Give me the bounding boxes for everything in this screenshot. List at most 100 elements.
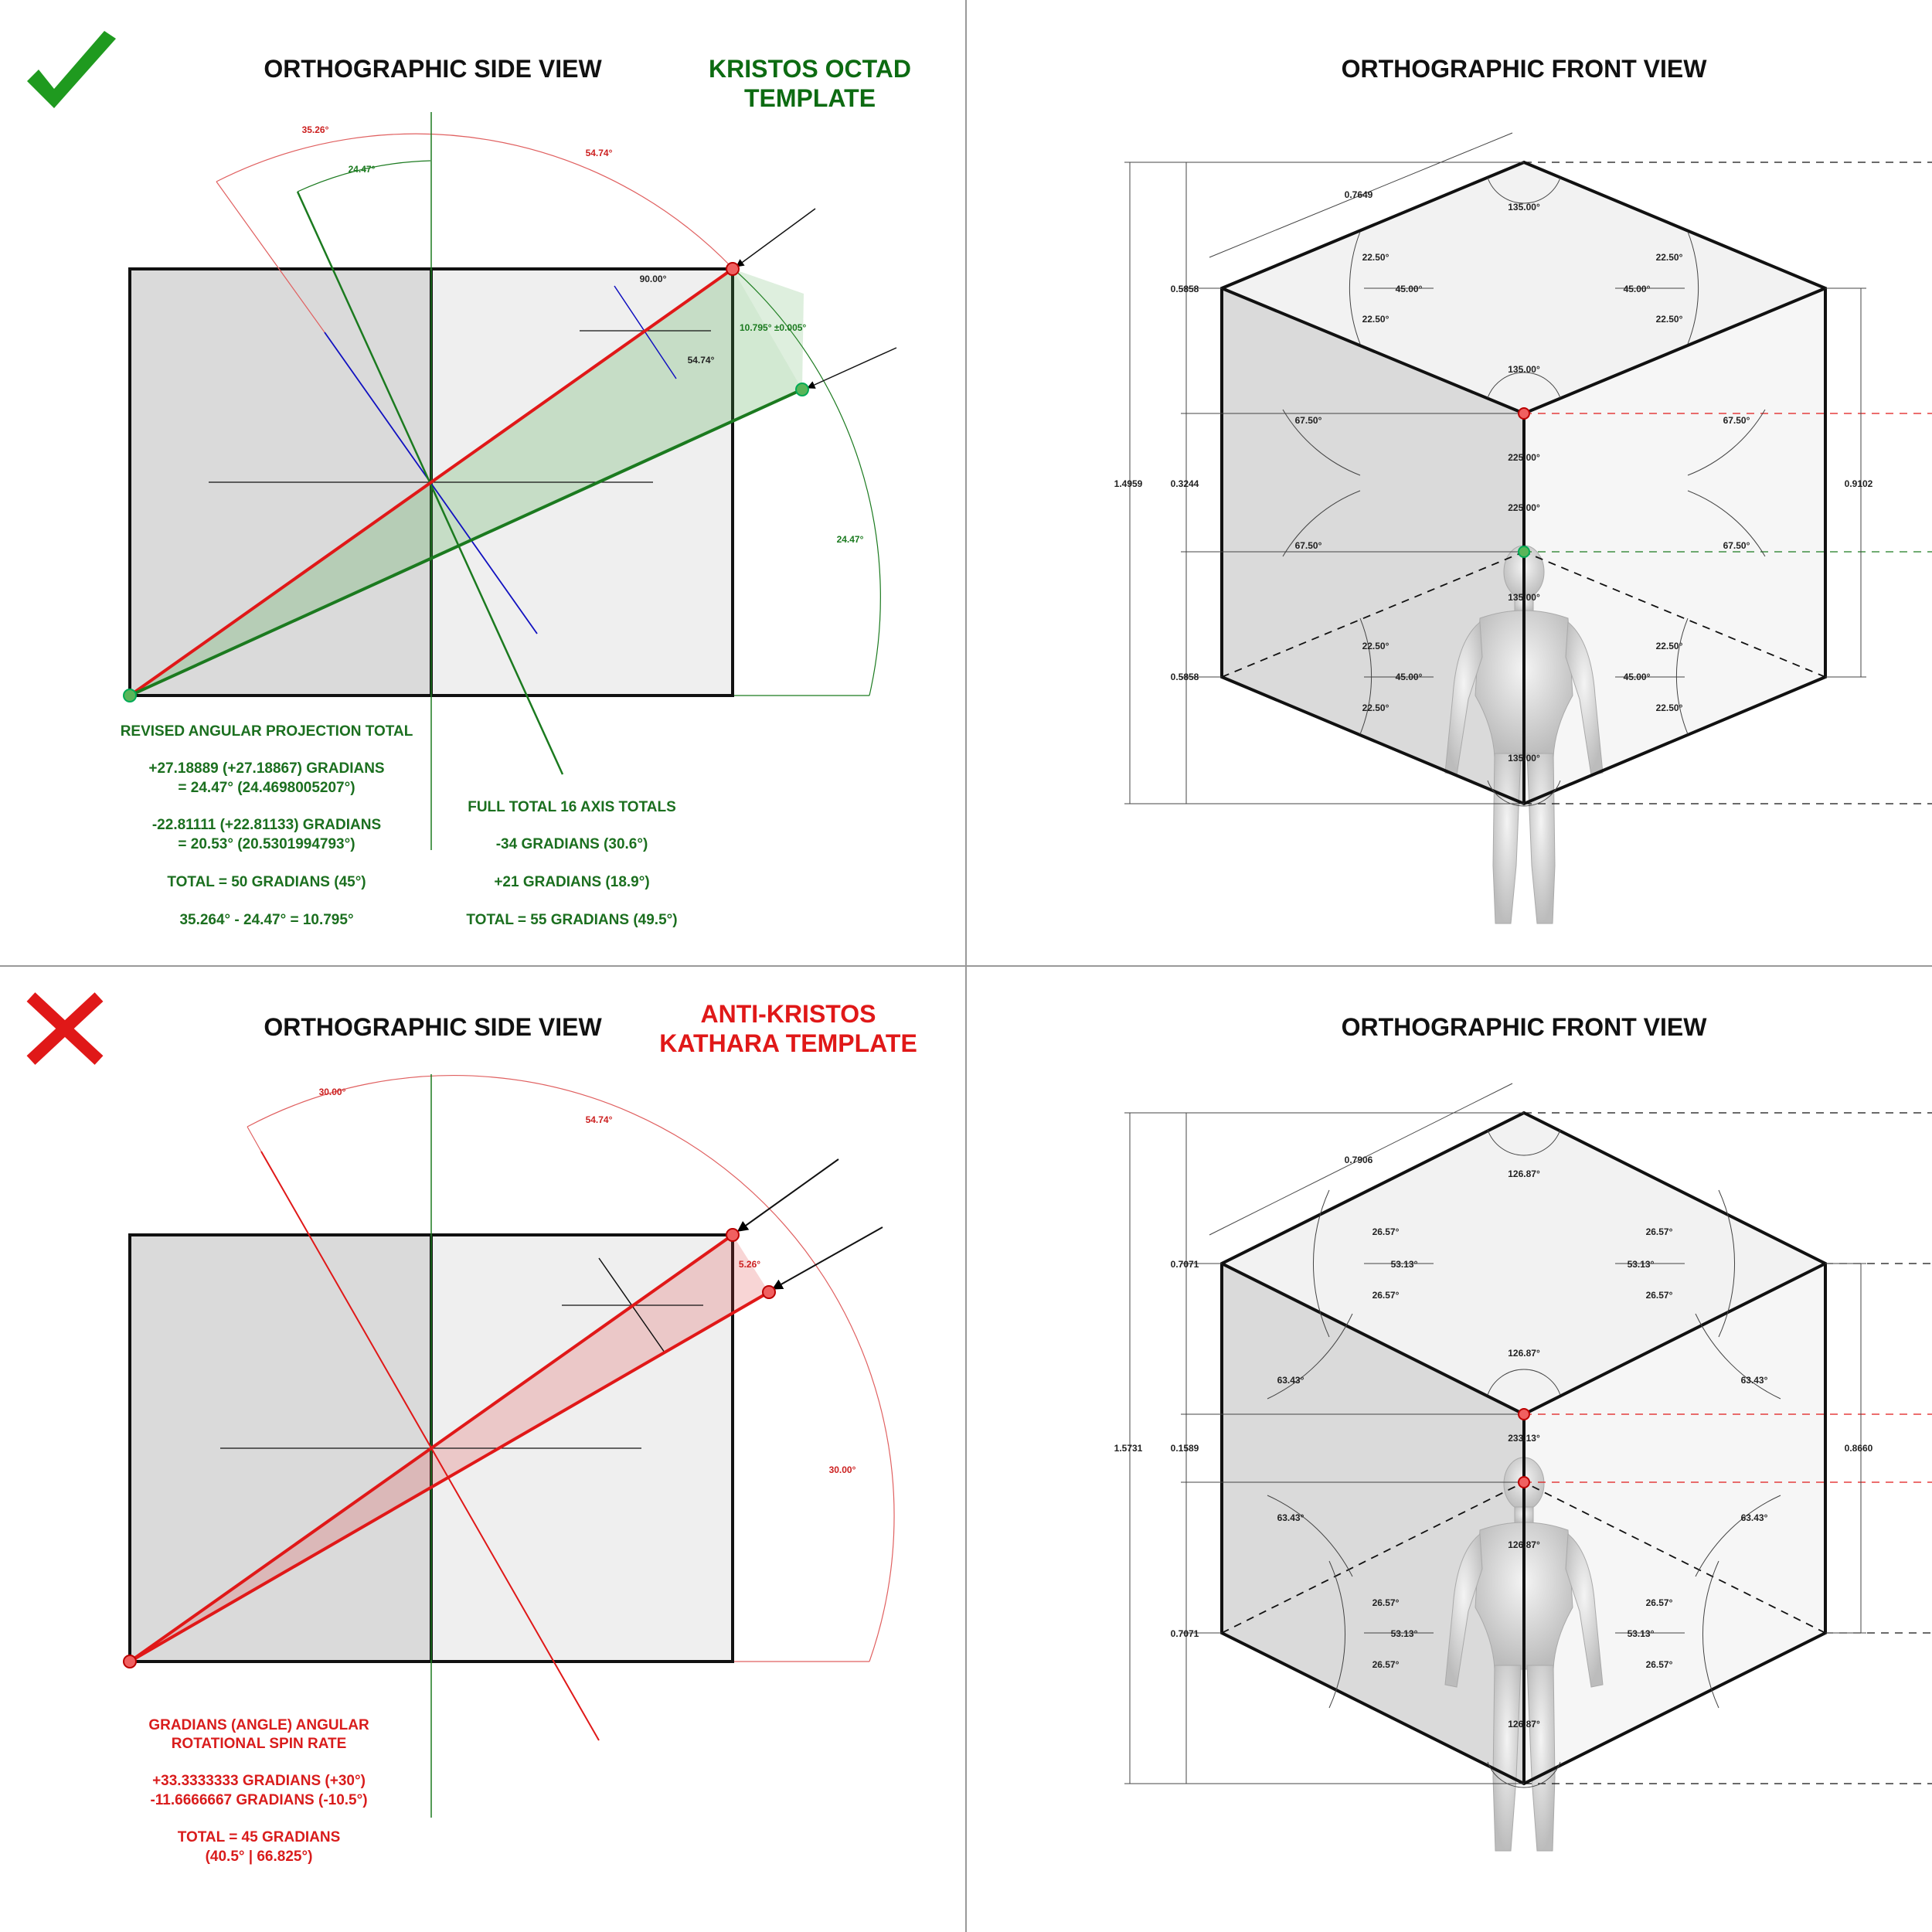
cube-left-face bbox=[1222, 288, 1524, 804]
angle-arc bbox=[1282, 409, 1361, 476]
red-node bbox=[762, 1285, 776, 1299]
angle-arc bbox=[1695, 1313, 1781, 1400]
red-center-node bbox=[1518, 407, 1530, 420]
angle-label: 63.43° bbox=[1741, 1512, 1768, 1523]
green-projection-ray bbox=[129, 388, 803, 697]
angle-arc bbox=[1687, 409, 1766, 476]
angle-label: 233.13° bbox=[1508, 1433, 1540, 1444]
angle-label: 135.00° bbox=[1508, 202, 1540, 213]
angle-arc bbox=[1487, 372, 1561, 399]
angle-label: 30.00° bbox=[319, 1087, 346, 1097]
angle-label: 135.00° bbox=[1508, 753, 1540, 764]
angle-arc bbox=[1675, 617, 1689, 735]
angle-label: 126.87° bbox=[1508, 1719, 1540, 1730]
red-tilted-axis bbox=[260, 1151, 600, 1741]
angle-label: 22.50° bbox=[1656, 702, 1683, 713]
note-line: TOTAL = 45 GRADIANS bbox=[178, 1829, 341, 1845]
angle-label: 26.57° bbox=[1372, 1226, 1400, 1237]
angle-arc bbox=[1687, 231, 1699, 345]
red-projection-ray bbox=[128, 267, 734, 697]
template-name-line2: TEMPLATE bbox=[744, 84, 876, 112]
angle-label: 67.50° bbox=[1295, 415, 1322, 426]
dim-label: 0.7649 bbox=[1345, 189, 1373, 200]
notes-heading: REVISED ANGULAR PROJECTION TOTAL bbox=[121, 723, 413, 740]
angle-label: 26.57° bbox=[1372, 1659, 1400, 1670]
template-name-line1: KRISTOS OCTAD bbox=[709, 55, 911, 83]
dim-label: 0.1589 bbox=[1171, 1443, 1199, 1454]
bottom-front-view: ORTHOGRAPHIC FRONT VIEW bbox=[1114, 1013, 1932, 1852]
notes-heading: GRADIANS (ANGLE) ANGULAR bbox=[148, 1717, 369, 1733]
angle-label: 22.50° bbox=[1656, 641, 1683, 651]
template-name-line1: ANTI-KRISTOS bbox=[701, 1000, 876, 1028]
angle-arc bbox=[1328, 1560, 1346, 1709]
angle-arc bbox=[1718, 1189, 1736, 1338]
notes-right-heading: FULL TOTAL 16 AXIS TOTALS bbox=[468, 799, 676, 815]
hidden-edge-right bbox=[1523, 551, 1826, 678]
angle-arc bbox=[1312, 1189, 1330, 1338]
angle-label: 26.57° bbox=[1646, 1597, 1673, 1608]
dim-label: 0.7906 bbox=[1345, 1155, 1373, 1165]
edge-dim-line bbox=[1209, 1083, 1513, 1236]
hidden-edge-left bbox=[1221, 1481, 1525, 1634]
red-arc bbox=[247, 1074, 895, 1662]
origin-node bbox=[123, 1655, 137, 1668]
angle-label: 5.26° bbox=[739, 1259, 760, 1270]
red-projection-ray-upper bbox=[128, 1233, 734, 1663]
edge-dim-line bbox=[1209, 132, 1513, 258]
note-line: +33.3333333 GRADIANS (+30°) bbox=[152, 1773, 366, 1789]
outer-red-arc bbox=[216, 133, 733, 268]
green-center-node bbox=[1518, 546, 1530, 558]
angle-arc bbox=[1687, 490, 1766, 557]
note-line: 35.264° - 24.47° = 10.795° bbox=[179, 912, 353, 928]
arrow-top bbox=[736, 1158, 839, 1232]
bottom-side-title: ORTHOGRAPHIC SIDE VIEW bbox=[264, 1013, 602, 1041]
angle-label: 135.00° bbox=[1508, 364, 1540, 375]
angle-label: 22.50° bbox=[1656, 252, 1683, 263]
cross-icon bbox=[26, 992, 104, 1065]
angle-arc bbox=[1359, 617, 1372, 735]
red-center-node bbox=[1518, 1408, 1530, 1420]
angle-label: 135.00° bbox=[1508, 592, 1540, 603]
cube-right-face bbox=[1524, 288, 1825, 804]
angle-label: 63.43° bbox=[1277, 1375, 1304, 1386]
angle-label: 63.43° bbox=[1741, 1375, 1768, 1386]
red-node bbox=[726, 1228, 740, 1242]
note-line: +21 GRADIANS (18.9°) bbox=[494, 874, 649, 890]
bottom-front-title: ORTHOGRAPHIC FRONT VIEW bbox=[1342, 1013, 1708, 1041]
angle-arc bbox=[1349, 231, 1361, 345]
angle-arc bbox=[1487, 780, 1561, 807]
arrow-top bbox=[736, 208, 816, 267]
top-front-title: ORTHOGRAPHIC FRONT VIEW bbox=[1342, 55, 1708, 83]
angle-label: 30.00° bbox=[829, 1464, 856, 1475]
angle-arc bbox=[1487, 1761, 1561, 1788]
angle-arc bbox=[1267, 1313, 1353, 1400]
red-projection-ray-lower bbox=[128, 1291, 770, 1663]
note-line: -22.81111 (+22.81133) GRADIANS bbox=[152, 817, 381, 833]
angle-label: 67.50° bbox=[1723, 540, 1750, 551]
angle-label: 26.57° bbox=[1372, 1290, 1400, 1301]
red-center-node bbox=[1518, 1476, 1530, 1488]
note-line: TOTAL = 50 GRADIANS (45°) bbox=[167, 874, 366, 890]
angle-arc bbox=[1267, 1495, 1353, 1577]
note-line: +27.18889 (+27.18867) GRADIANS bbox=[148, 760, 384, 777]
angle-label: 22.50° bbox=[1362, 702, 1389, 713]
angle-label: 24.47° bbox=[349, 164, 376, 175]
top-side-title: ORTHOGRAPHIC SIDE VIEW bbox=[264, 55, 602, 83]
note-line: -34 GRADIANS (30.6°) bbox=[496, 836, 648, 852]
angle-arc bbox=[1487, 177, 1561, 204]
angle-arc bbox=[1695, 1495, 1781, 1577]
note-line: TOTAL = 55 GRADIANS (49.5°) bbox=[466, 912, 677, 928]
template-name-line2: KATHARA TEMPLATE bbox=[659, 1029, 917, 1057]
angle-label: 22.50° bbox=[1362, 252, 1389, 263]
note-line: (40.5° | 66.825°) bbox=[206, 1849, 313, 1865]
angle-label: 22.50° bbox=[1362, 641, 1389, 651]
angle-label: 35.26° bbox=[302, 124, 329, 135]
dim-label: 0.8660 bbox=[1845, 1443, 1873, 1454]
top-side-view: ORTHOGRAPHIC SIDE VIEW KRISTOS OCTAD TEM… bbox=[27, 31, 911, 928]
inner-green-arc bbox=[297, 160, 431, 192]
angle-label: 54.74° bbox=[586, 148, 613, 158]
notes-heading: ROTATIONAL SPIN RATE bbox=[172, 1736, 347, 1752]
angle-label: 26.57° bbox=[1646, 1290, 1673, 1301]
note-line: = 20.53° (20.5301994793°) bbox=[178, 836, 355, 852]
angle-label: 67.50° bbox=[1295, 540, 1322, 551]
